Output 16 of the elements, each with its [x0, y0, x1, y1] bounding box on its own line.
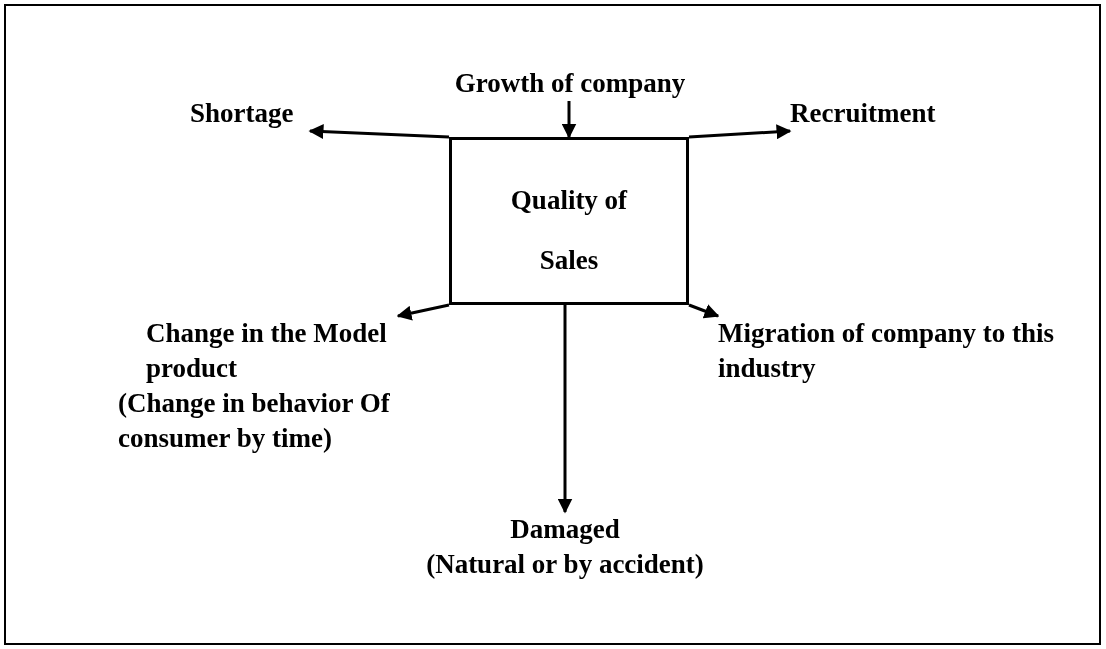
arrow — [688, 124, 792, 140]
arrow — [688, 303, 720, 319]
box-label: Quality of Sales — [509, 184, 629, 277]
node-label: (Change in behavior Of consumer by time) — [118, 387, 391, 455]
arrow — [561, 101, 577, 139]
node-label: Migration of company to this industry — [718, 317, 1055, 385]
arrow — [308, 124, 450, 140]
node-label: Recruitment — [790, 97, 937, 130]
process-box — [449, 137, 689, 305]
arrow — [557, 305, 573, 514]
node-label: (Natural or by accident) — [425, 548, 705, 581]
node-label: Growth of company — [453, 67, 687, 100]
node-label: Change in the Model product — [145, 317, 388, 385]
arrow — [396, 303, 450, 321]
node-label: Damaged — [509, 513, 621, 546]
node-label: Shortage — [190, 97, 295, 130]
